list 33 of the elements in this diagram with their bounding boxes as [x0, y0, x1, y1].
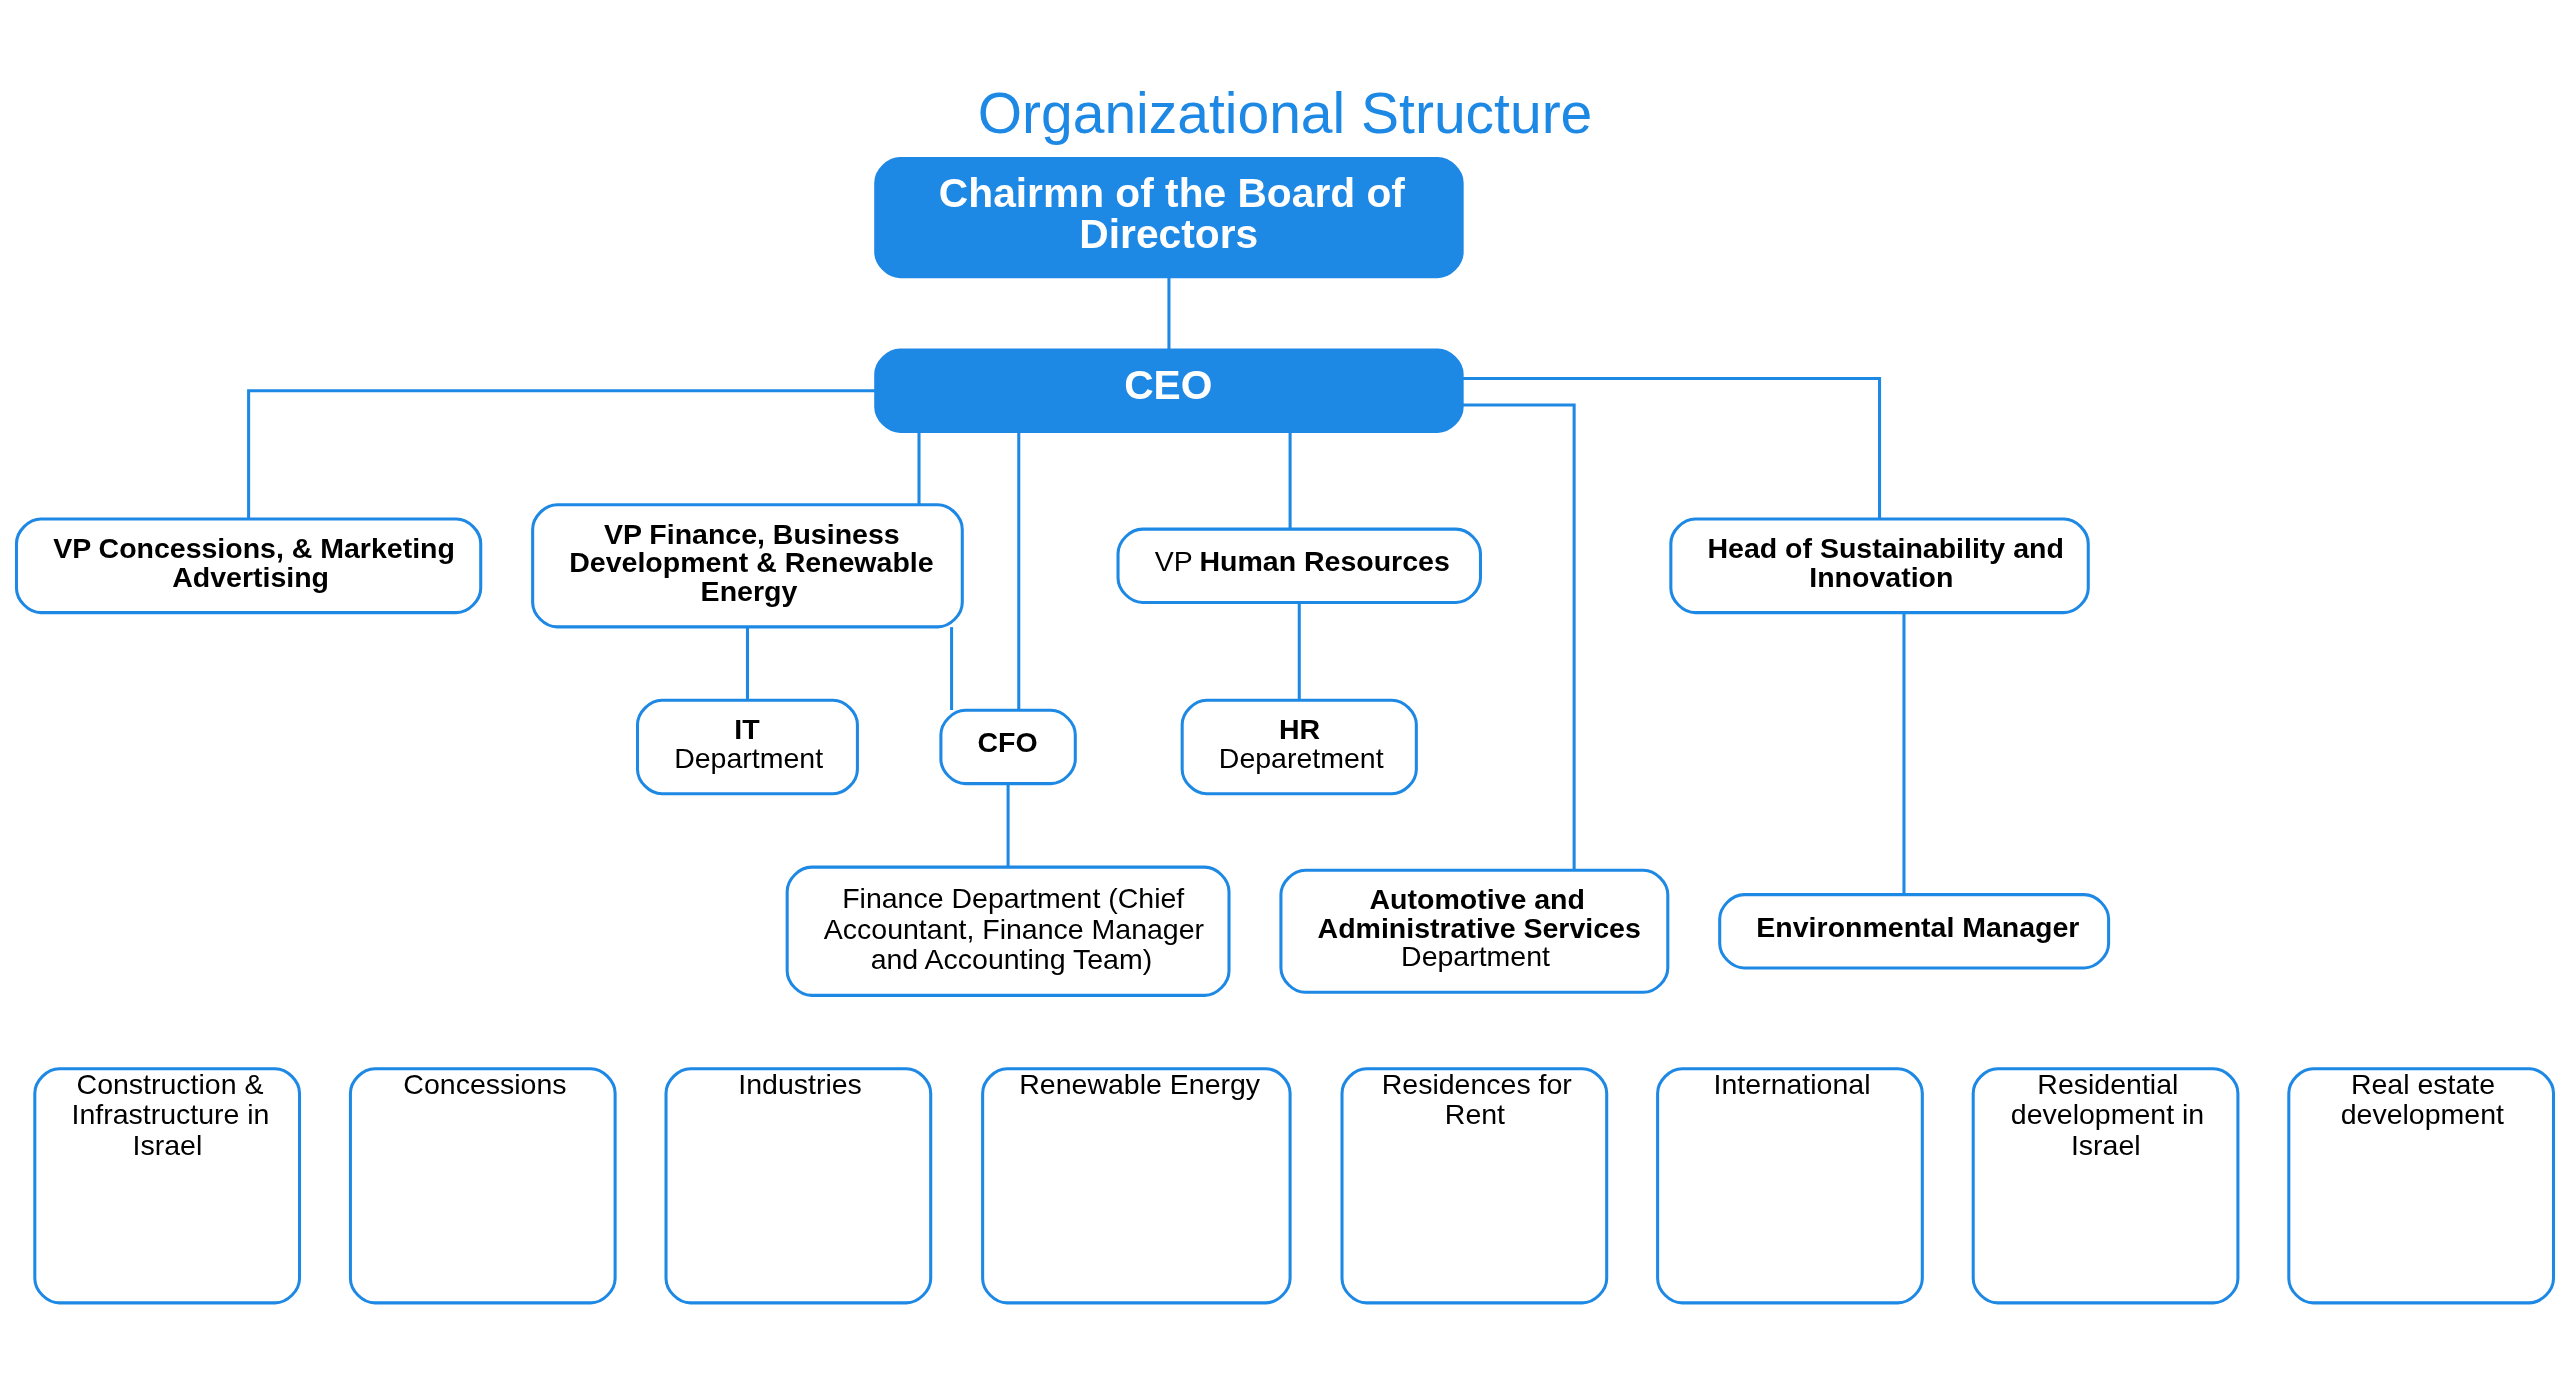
node-box: VP Human Resources: [1116, 527, 1482, 604]
connector: [1167, 276, 1171, 350]
node-box: IT Department: [636, 698, 859, 795]
node-box: VP Concessions, & Marketing Advertising: [14, 516, 483, 614]
connector: [1462, 376, 1882, 518]
node-box: Real estate development: [2287, 1066, 2556, 1304]
node-box: CFO: [939, 708, 1077, 785]
connector: [917, 431, 921, 505]
node-box: Head of Sustainability and Innovation: [1669, 516, 2090, 614]
node-box: Industries: [664, 1066, 933, 1304]
connector: [1017, 431, 1021, 710]
connector: [1297, 601, 1301, 700]
node-box: Concessions: [348, 1066, 617, 1304]
node-box: VP Finance, Business Development & Renewable Energy: [531, 502, 964, 628]
node-box: Chairmn of the Board of Directors: [874, 156, 1464, 278]
connector: [1288, 431, 1292, 529]
diagram-title: Organizational Structure: [977, 80, 1593, 145]
node-box: Residences for Rent: [1340, 1066, 1609, 1304]
node-box: Residential development in Israel: [1971, 1066, 2240, 1304]
node-box: CEO: [874, 347, 1464, 433]
connector: [1006, 783, 1010, 866]
node-box: Automotive and Administrative Services Department: [1279, 868, 1670, 994]
connector: [950, 626, 954, 710]
node-box: Construction & Infrastructure in Israel: [33, 1066, 302, 1304]
connector: [1902, 612, 1906, 894]
connector: [1462, 402, 1576, 870]
node-box: HR Deparetment: [1180, 698, 1418, 795]
node-box: Renewable Energy: [981, 1066, 1292, 1304]
connector: [247, 388, 876, 519]
node-box: Environmental Manager: [1718, 892, 2111, 969]
node-box: Finance Department (Chief Accountant, Finance Manager and Accounting Team): [785, 865, 1231, 997]
node-box: International: [1656, 1066, 1924, 1304]
connector: [745, 626, 749, 700]
